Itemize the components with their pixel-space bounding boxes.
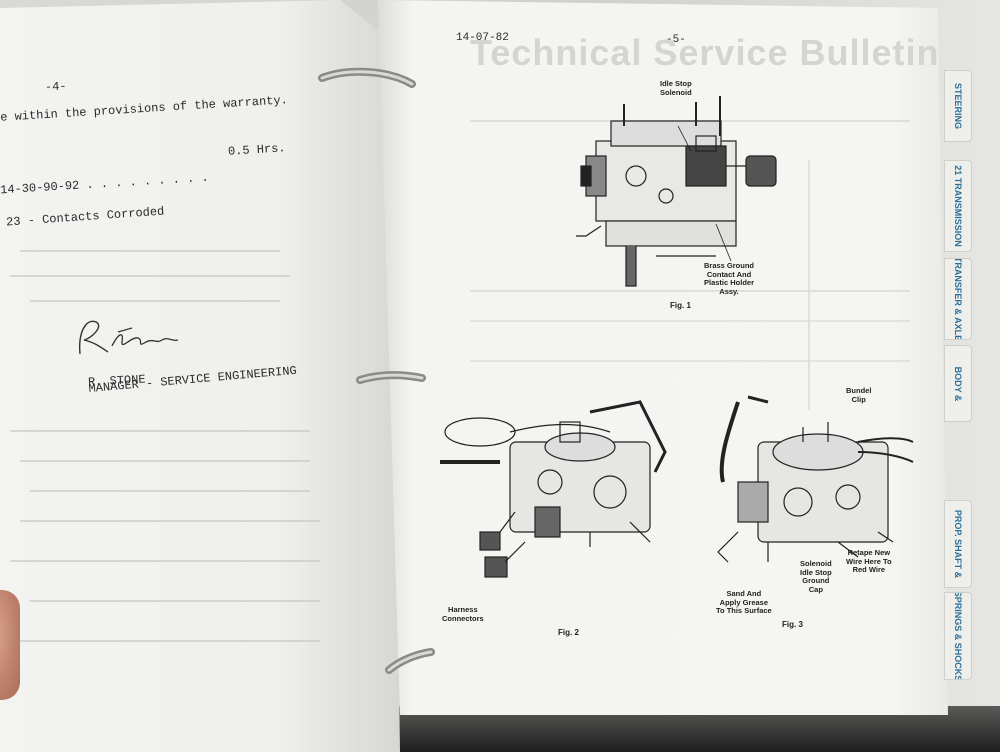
bleed-through-line [20, 250, 280, 252]
hours-line: 0.5 Hrs. [227, 141, 286, 159]
left-page: -4- e within the provisions of the warra… [0, 0, 400, 752]
bleed-through-line [10, 560, 320, 562]
tab-springs-shocks[interactable]: SPRINGS & SHOCKS [944, 592, 972, 680]
tab-body[interactable]: BODY & [944, 345, 972, 422]
warranty-line: e within the provisions of the warranty. [0, 93, 289, 125]
fig2-caption: Fig. 2 [558, 628, 579, 637]
fig3-callout-bundle-clip: Bundel Clip [846, 386, 872, 404]
tab-transmission[interactable]: 21 TRANSMISSION [944, 160, 972, 252]
fig3-callout-solenoid-ground-cap: Solenoid Idle Stop Ground Cap [800, 559, 832, 594]
bleed-through-line [20, 640, 320, 642]
binder-ring-bottom [385, 648, 435, 674]
figure-3-carburetor-illustration [717, 395, 914, 563]
bleed-through-line [808, 160, 810, 410]
fig1-caption: Fig. 1 [670, 301, 691, 310]
figure-2-carburetor-illustration [440, 400, 667, 578]
bleed-through-line [10, 275, 290, 277]
bleed-through-line [470, 290, 910, 292]
bleed-through-line [470, 360, 910, 362]
condition-line: 23 - Contacts Corroded [5, 204, 165, 230]
bleed-through-header-title: Technical Service Bulletin [470, 32, 940, 73]
tab-steering[interactable]: STEERING [944, 70, 972, 142]
bleed-through-line [20, 460, 310, 462]
bulletin-date: 14-07-82 [456, 32, 509, 44]
fig3-callout-sand-grease: Sand And Apply Grease To This Surface [716, 589, 772, 616]
right-page-number: -5- [666, 34, 686, 46]
op-code-line: 14-30-90-92 . . . . . . . . . [0, 170, 210, 198]
right-page [378, 0, 948, 715]
binder-ring-top [318, 67, 416, 88]
left-page-number: -4- [44, 79, 67, 95]
binder-ring-middle [356, 371, 426, 384]
bleed-through-line [30, 490, 310, 492]
fig2-callout-harness-connectors: Harness Connectors [442, 605, 484, 623]
signatory-title: MANAGER - SERVICE ENGINEERING [88, 363, 298, 396]
bleed-through-line [470, 320, 910, 322]
bleed-through-line [30, 300, 280, 302]
thumb [0, 590, 20, 700]
fig1-callout-idle-stop-solenoid: Idle Stop Solenoid [660, 79, 692, 97]
tab-prop-shaft[interactable]: PROP. SHAFT & [944, 500, 972, 588]
figure-1-carburetor-illustration [576, 96, 777, 287]
bleed-through-line [20, 520, 320, 522]
tab-transfer-axle[interactable]: TRANSFER & AXLE [944, 258, 972, 340]
fig3-callout-retape-wire: Retape New Wire Here To Red Wire [846, 548, 892, 575]
handwritten-signature [79, 320, 179, 355]
fig3-caption: Fig. 3 [782, 620, 803, 629]
bleed-through-line [30, 600, 320, 602]
fig1-callout-brass-ground-contact: Brass Ground Contact And Plastic Holder … [704, 261, 755, 296]
bleed-through-line [10, 430, 310, 432]
